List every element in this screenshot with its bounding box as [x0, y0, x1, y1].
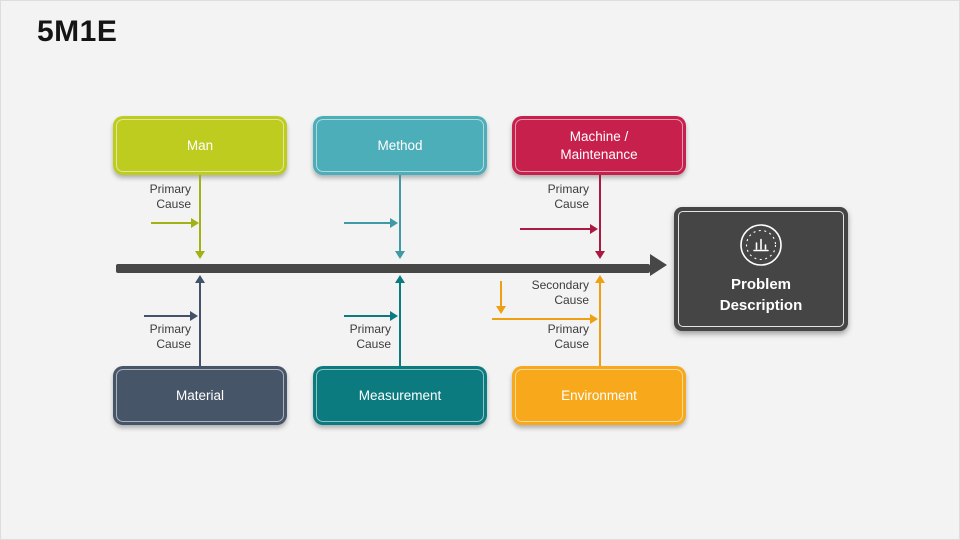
category-label-environment: Environment [561, 387, 637, 403]
spine-line [116, 264, 650, 273]
material-cause-label: Primary Cause [149, 322, 191, 351]
category-label-measurement: Measurement [358, 387, 442, 403]
environment-secondary-arrowhead [496, 306, 506, 314]
problem-description-box: Problem Description [674, 207, 848, 331]
target-chart-icon [738, 222, 784, 268]
man-feeder-arrowhead [191, 218, 199, 228]
man-connector-arrowhead [195, 251, 205, 259]
material-connector-line [199, 283, 201, 366]
material-feeder-arrow [144, 315, 191, 317]
man-cause-label: Primary Cause [149, 182, 191, 211]
page-title: 5M1E [37, 15, 118, 48]
material-connector-arrowhead [195, 275, 205, 283]
measurement-connector-line [399, 283, 401, 366]
environment-secondary-cause-label: Secondary Cause [531, 278, 589, 307]
man-connector-line [199, 175, 201, 253]
method-feeder-arrow [344, 222, 391, 224]
environment-feeder-arrowhead [590, 314, 598, 324]
environment-cause-label: Primary Cause [547, 322, 589, 351]
machine-cause-label: Primary Cause [547, 182, 589, 211]
material-feeder-arrowhead [190, 311, 198, 321]
man-feeder-arrow [151, 222, 192, 224]
category-label-method: Method [377, 137, 423, 153]
category-label-material: Material [175, 387, 224, 403]
category-box-measurement: Measurement [313, 366, 487, 425]
method-connector-arrowhead [395, 251, 405, 259]
environment-connector-line [599, 283, 601, 366]
category-box-material: Material [113, 366, 287, 425]
machine-feeder-arrow [520, 228, 591, 230]
category-box-environment: Environment [512, 366, 686, 425]
problem-description-label: Problem Description [719, 276, 803, 314]
measurement-feeder-arrow [344, 315, 391, 317]
category-label-man: Man [186, 137, 214, 153]
measurement-feeder-arrowhead [390, 311, 398, 321]
environment-feeder-arrow [492, 318, 591, 320]
environment-secondary-arrow [500, 281, 502, 307]
spine-arrowhead [650, 254, 667, 276]
machine-connector-line [599, 175, 601, 253]
category-box-method: Method [313, 116, 487, 175]
method-feeder-arrowhead [390, 218, 398, 228]
category-box-machine: Machine / Maintenance [512, 116, 686, 175]
machine-feeder-arrowhead [590, 224, 598, 234]
machine-connector-arrowhead [595, 251, 605, 259]
category-box-man: Man [113, 116, 287, 175]
category-label-machine: Machine / Maintenance [560, 128, 638, 162]
measurement-cause-label: Primary Cause [349, 322, 391, 351]
measurement-connector-arrowhead [395, 275, 405, 283]
method-connector-line [399, 175, 401, 253]
environment-connector-arrowhead [595, 275, 605, 283]
